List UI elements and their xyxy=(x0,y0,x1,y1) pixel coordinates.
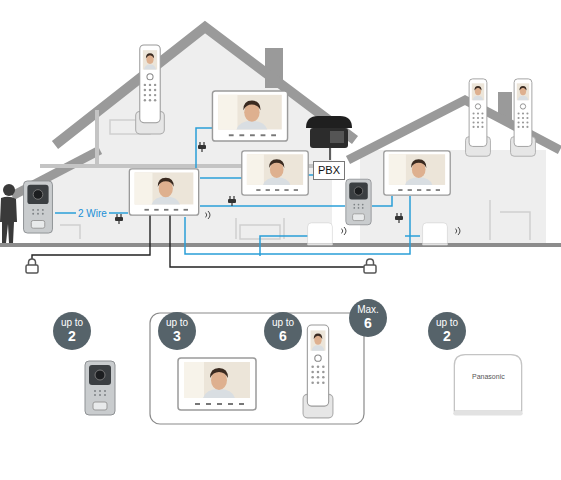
badge-number: 2 xyxy=(443,329,451,344)
count-badge: up to2 xyxy=(53,312,91,350)
badge-caption: up to xyxy=(436,318,458,329)
box-text: PBX xyxy=(318,164,340,177)
count-badge: up to6 xyxy=(264,312,302,350)
badge-number: 6 xyxy=(364,316,372,331)
wire-label: 2 Wire xyxy=(76,208,109,219)
brand-label: Panasonic xyxy=(470,373,507,381)
count-badge: Max.6 xyxy=(349,299,387,337)
badge-caption: up to xyxy=(166,318,188,329)
count-badge: up to2 xyxy=(428,312,466,350)
count-badge: up to3 xyxy=(158,312,196,350)
badge-number: 6 xyxy=(279,329,287,344)
badge-caption: Max. xyxy=(357,305,379,316)
badge-number: 2 xyxy=(68,329,76,344)
badge-number: 3 xyxy=(173,329,181,344)
badge-caption: up to xyxy=(272,318,294,329)
badge-caption: up to xyxy=(61,318,83,329)
device-box: PBX xyxy=(313,161,345,180)
